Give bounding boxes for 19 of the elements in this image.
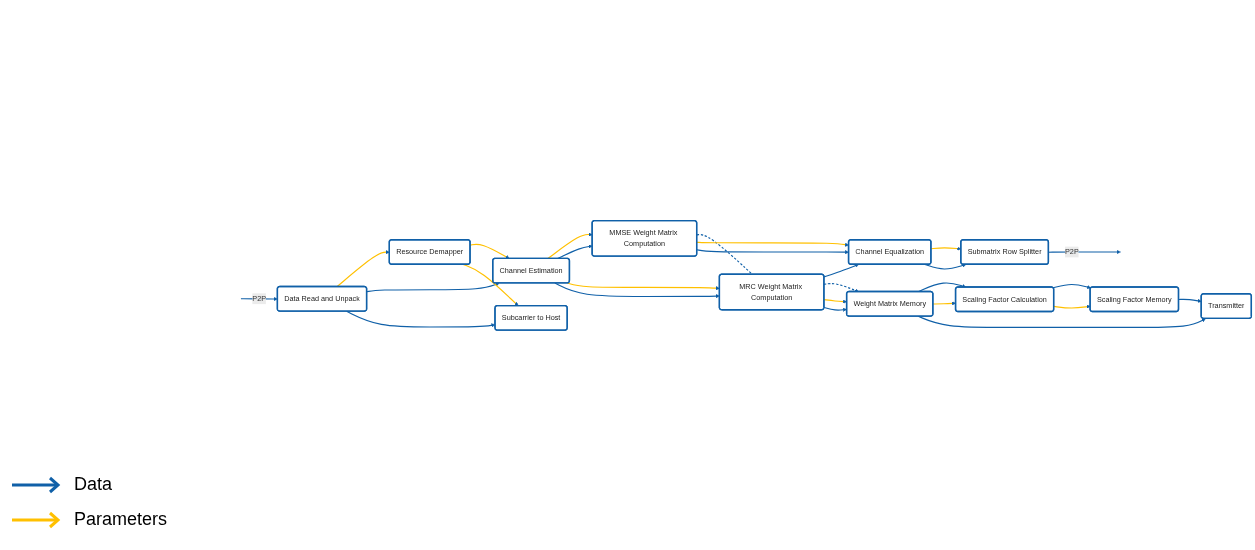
arrow — [1052, 283, 1092, 289]
arrow — [567, 282, 720, 290]
arrow — [547, 232, 593, 259]
arrow — [554, 282, 720, 298]
legend-label: Data — [74, 474, 113, 495]
connector — [696, 233, 754, 275]
arrow — [336, 249, 390, 287]
arrow — [462, 263, 519, 306]
legend-label: Parameters — [74, 509, 168, 530]
arrow — [1053, 304, 1091, 309]
arrow — [924, 263, 967, 270]
arrow — [823, 282, 859, 292]
arrow — [823, 263, 859, 278]
arrow — [1178, 298, 1202, 303]
arrow — [696, 241, 849, 247]
arrow — [917, 315, 1206, 328]
arrow — [696, 248, 849, 254]
arrow — [932, 300, 956, 305]
arrow — [366, 282, 500, 292]
